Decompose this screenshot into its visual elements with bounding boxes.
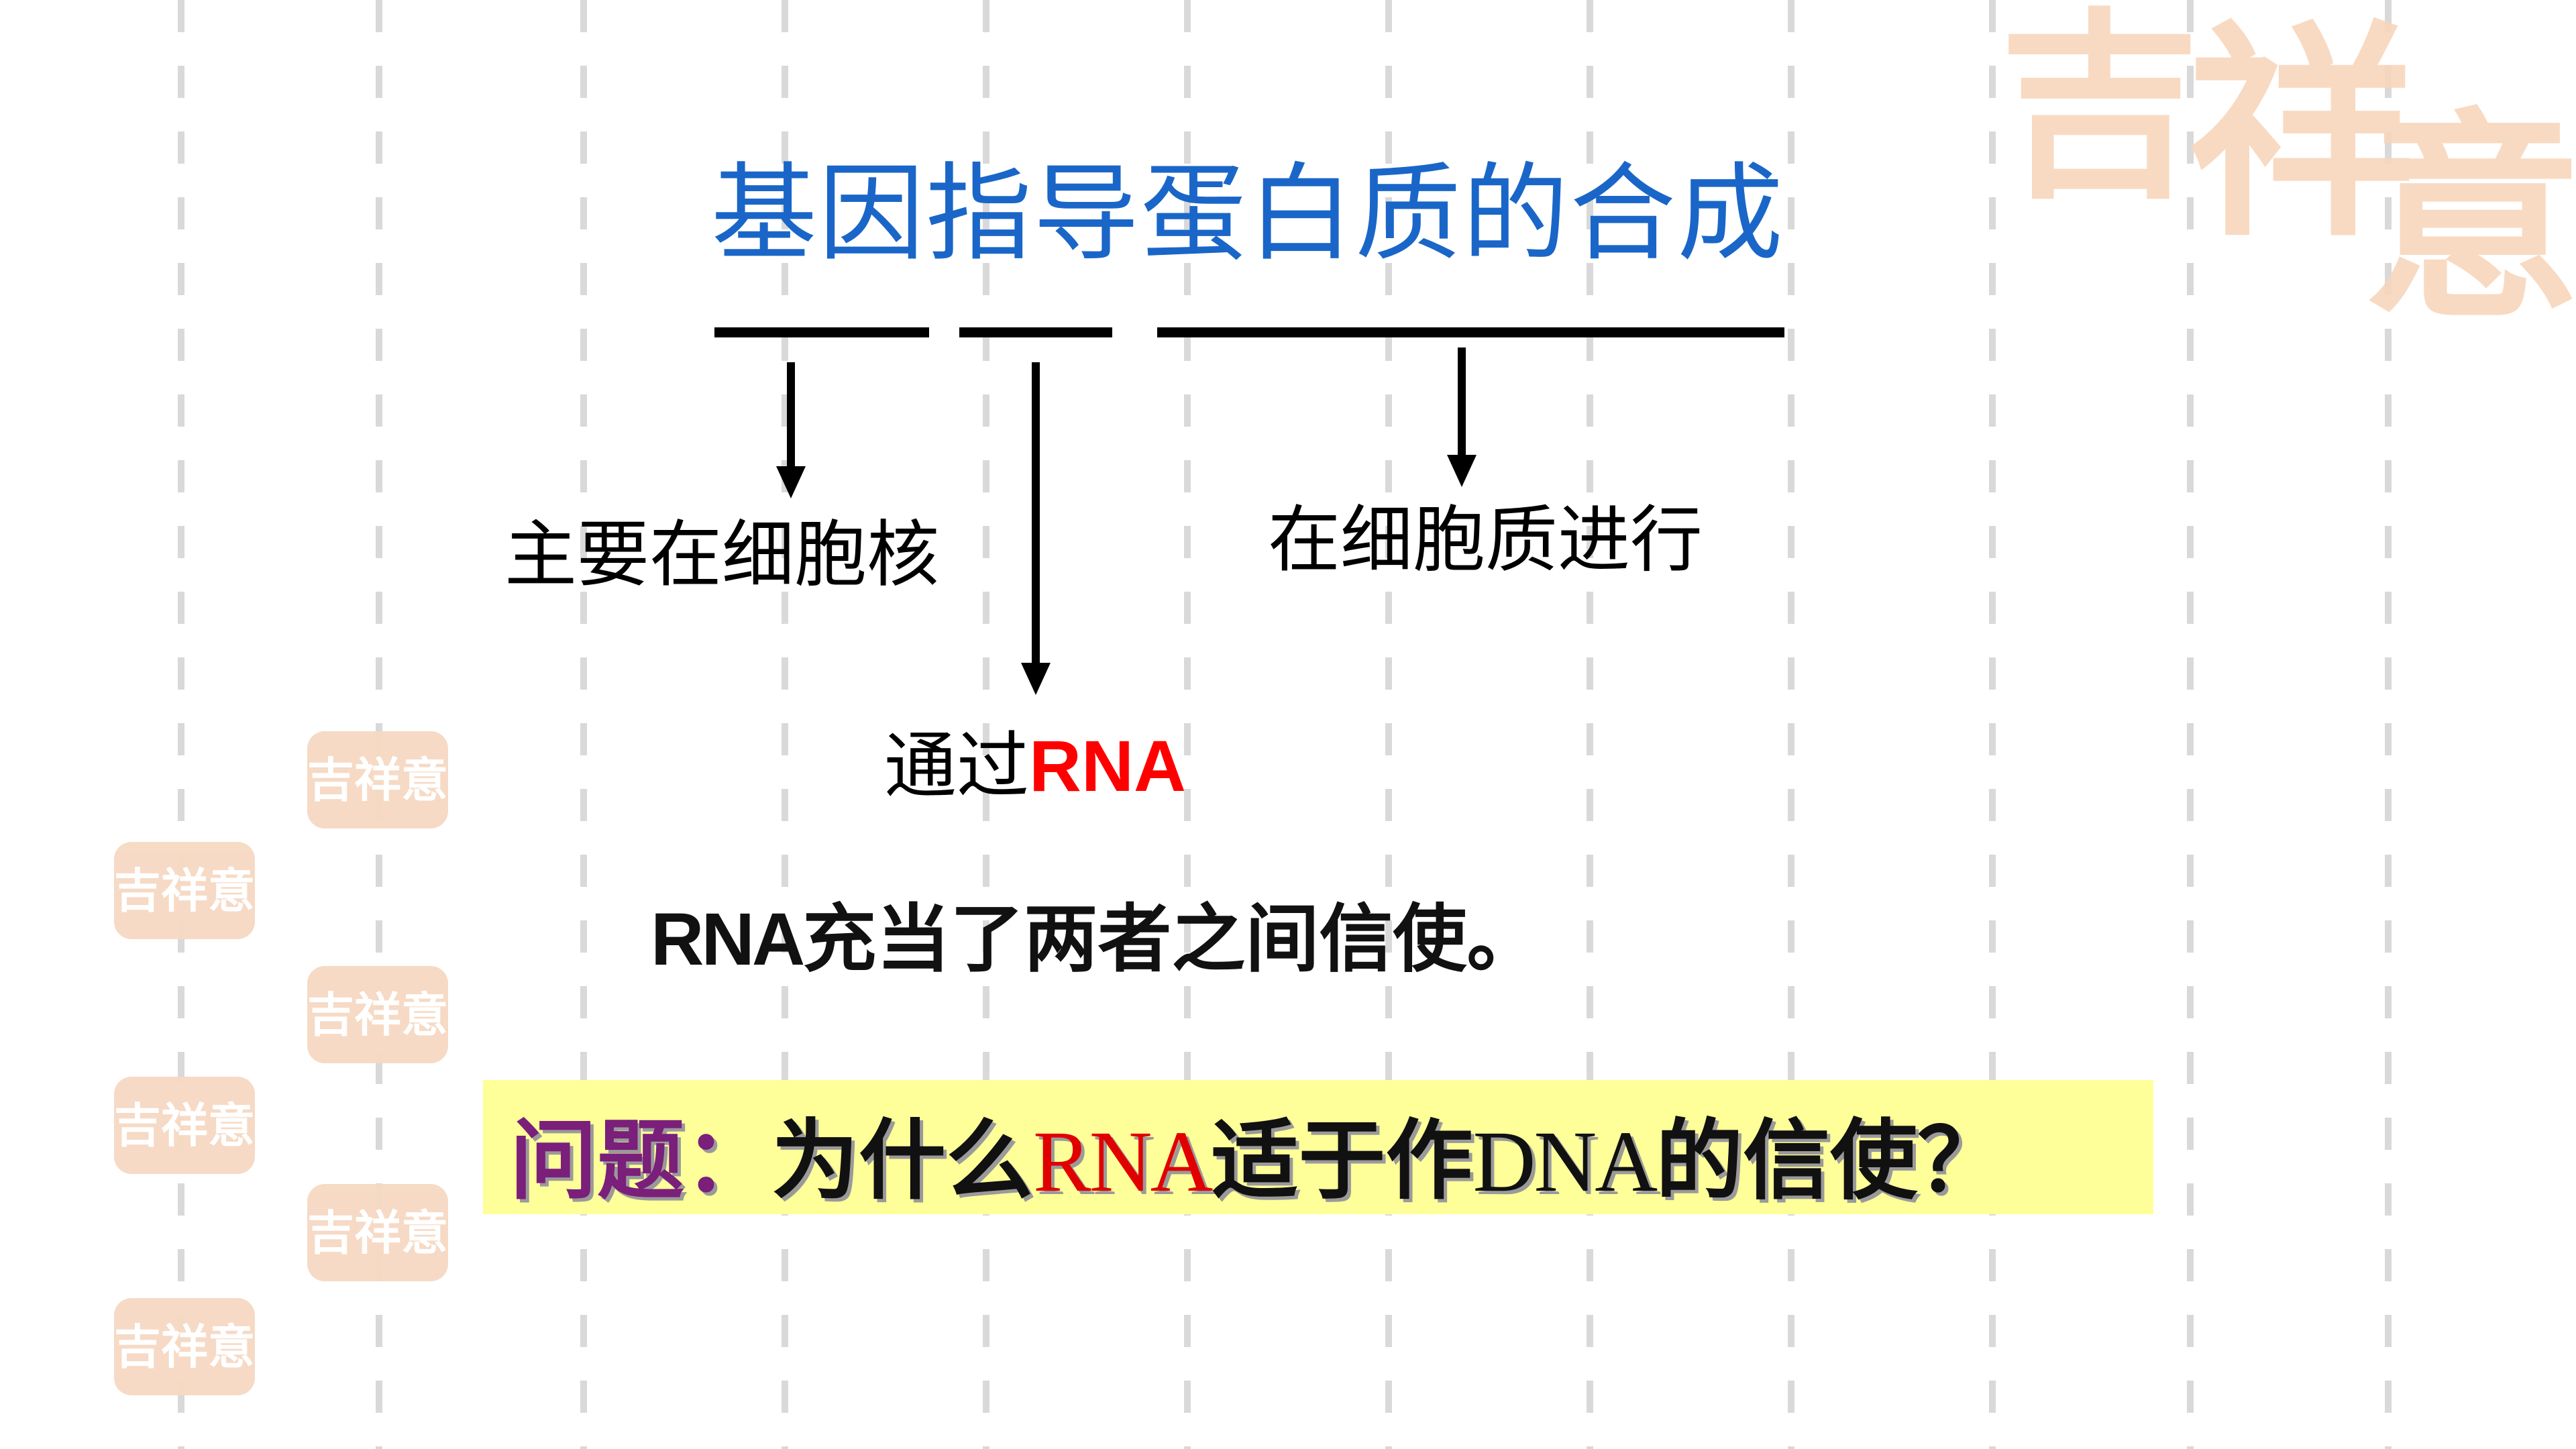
- statement-text: 充当了两者之间信使。: [802, 896, 1541, 982]
- seal-logo-small: 吉 祥 意: [307, 731, 448, 828]
- question-part3: 的信使？: [1656, 1109, 2005, 1212]
- question-prefix: 问题：: [510, 1109, 772, 1212]
- rna-messenger-statement: RNA充当了两者之间信使。: [651, 879, 1540, 986]
- arrow-down-rna: [1032, 362, 1040, 664]
- seal-logo-small: 吉 祥 意: [114, 1077, 255, 1174]
- label-via-prefix: 通过: [884, 724, 1030, 808]
- seal-logo-small: 吉 祥 意: [307, 966, 448, 1063]
- guide-line: [1788, 0, 1794, 1449]
- guide-line: [178, 0, 184, 1449]
- slide-title: 基因指导蛋白质的合成: [711, 152, 1784, 276]
- guide-line: [580, 0, 587, 1449]
- question-dna: DNA: [1472, 1114, 1658, 1210]
- question-text: 问题：为什么RNA适于作DNA的信使？: [510, 1090, 2004, 1216]
- seal-logo-small: 吉 祥 意: [307, 1184, 448, 1281]
- question-part2: 适于作: [1211, 1109, 1473, 1212]
- guide-line: [1989, 0, 1996, 1449]
- statement-rna: RNA: [651, 898, 805, 981]
- guide-line: [1385, 0, 1392, 1449]
- arrow-down-cytoplasm: [1458, 347, 1466, 458]
- question-highlight: [483, 1080, 2153, 1214]
- underline-transcription: [714, 327, 929, 337]
- label-via-rna: 通过RNA: [884, 708, 1186, 812]
- seal-logo-small: 吉 祥 意: [114, 1298, 255, 1395]
- guide-line: [782, 0, 788, 1449]
- label-nucleus: 主要在细胞核: [504, 513, 940, 597]
- underline-guidance: [959, 327, 1112, 337]
- label-rna: RNA: [1029, 725, 1186, 806]
- arrow-head: [776, 466, 806, 498]
- question-part1: 为什么: [771, 1109, 1034, 1212]
- guide-line: [2187, 0, 2194, 1449]
- arrow-down-nucleus: [787, 362, 795, 470]
- label-cytoplasm: 在细胞质进行: [1268, 498, 1703, 582]
- seal-logo-large: 吉 祥 意: [1999, 0, 2576, 348]
- guide-line: [376, 0, 382, 1449]
- seal-logo-small: 吉 祥 意: [114, 842, 255, 939]
- question-rna: RNA: [1033, 1114, 1213, 1210]
- arrow-head: [1447, 455, 1477, 487]
- guide-line: [983, 0, 989, 1449]
- guide-line: [1184, 0, 1191, 1449]
- underline-synthesis: [1157, 327, 1784, 337]
- guide-line: [1587, 0, 1593, 1449]
- guide-line: [2385, 0, 2392, 1449]
- arrow-head: [1021, 663, 1051, 695]
